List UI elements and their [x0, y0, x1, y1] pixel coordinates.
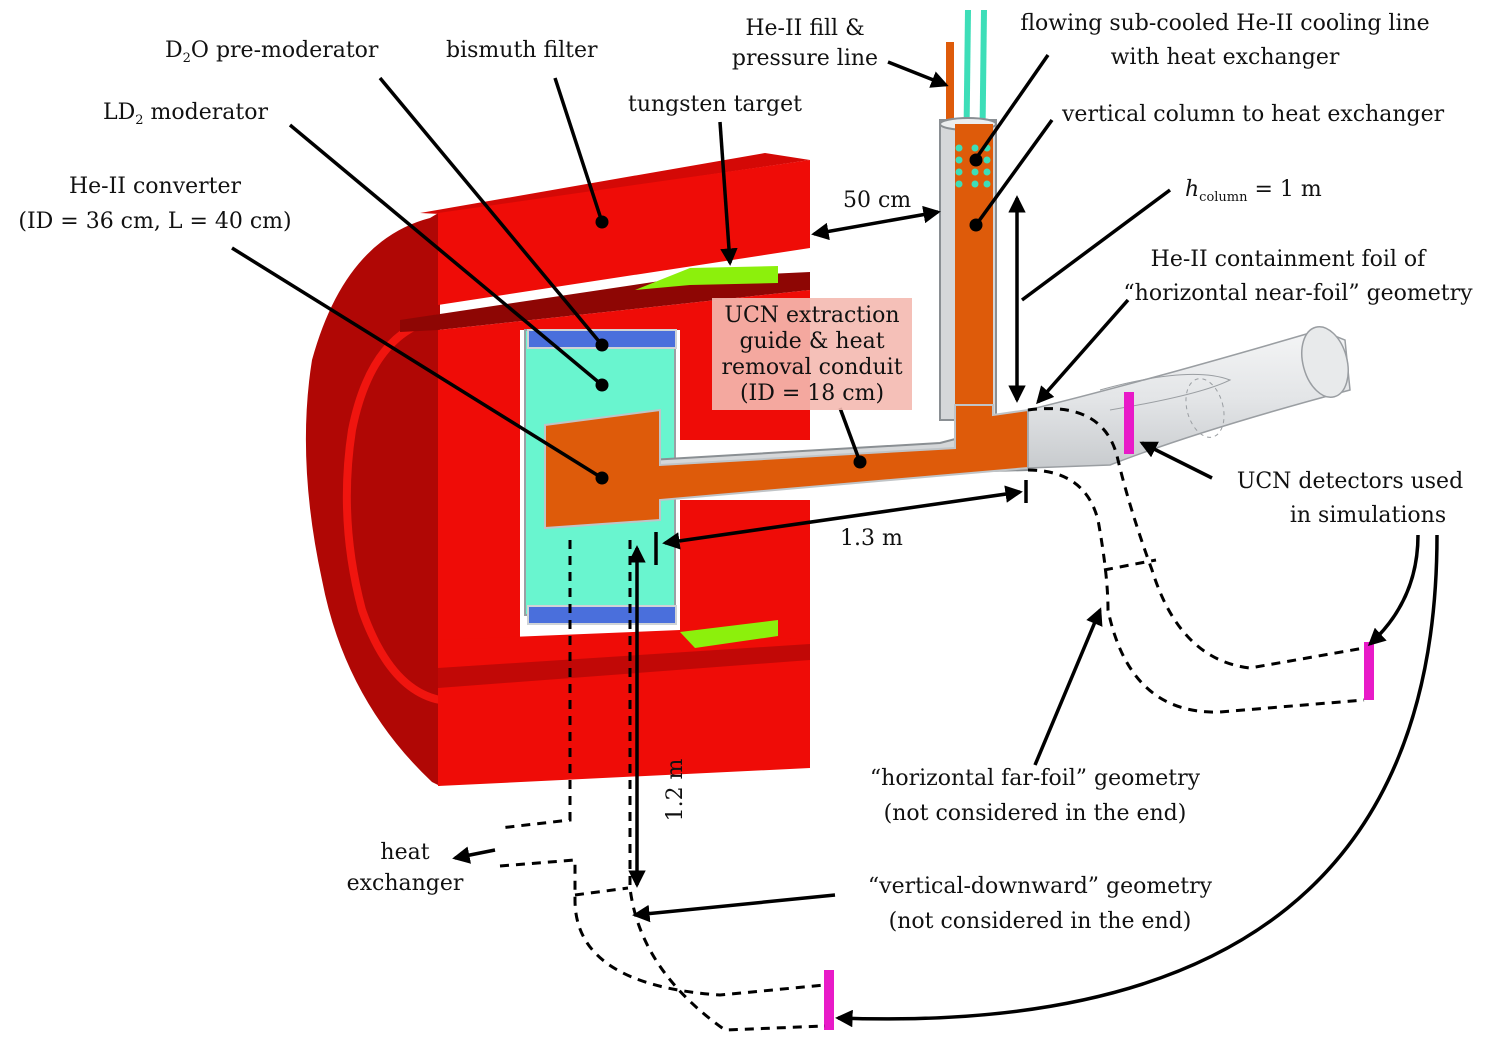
far-foil-label-1: “horizontal far-foil” geometry: [870, 766, 1201, 791]
tungsten-target-label: tungsten target: [628, 92, 802, 117]
shield-slot-upper: [400, 272, 810, 332]
leader-lines: [231, 54, 1439, 1028]
shield-front-upper: [438, 160, 810, 305]
vertical-downward-label-1: “vertical-downward” geometry: [868, 874, 1213, 899]
d2o-premoderator-lower: [527, 605, 677, 625]
ucn-detector-far-foil: [1364, 642, 1374, 700]
dim-1-3m-label: 1.3 m: [840, 526, 903, 551]
ucn-detector-vertical-downward: [824, 970, 834, 1030]
containment-foil-label-1: He-II containment foil of: [1151, 247, 1427, 272]
bismuth-filter-label: bismuth filter: [446, 38, 598, 63]
cooling-line-label-2: with heat exchanger: [1111, 45, 1340, 70]
shield-curved-back: [305, 212, 440, 786]
he2-fill-line-label-2: pressure line: [732, 46, 878, 71]
he2-converter-label-2: (ID = 36 cm, L = 40 cm): [18, 209, 291, 234]
extraction-guide-label-1: UCN extraction: [724, 303, 899, 328]
labels: D2O pre-moderator bismuth filter He-II f…: [18, 11, 1473, 934]
extraction-guide-label-4: (ID = 18 cm): [740, 381, 884, 406]
leader-endpoints: [595, 153, 983, 485]
ucn-detectors-label-1: UCN detectors used: [1237, 469, 1463, 494]
vertical-column-assembly: [939, 9, 997, 424]
vertical-downward-label-2: (not considered in the end): [889, 909, 1192, 934]
he2-fill-line-label-1: He-II fill &: [745, 16, 864, 41]
ucn-detector-near-foil: [1124, 392, 1134, 454]
tungsten-target-lower: [680, 620, 778, 648]
h-column-label: hcolumn = 1 m: [1185, 177, 1322, 205]
d2o-premoderator-label: D2O pre-moderator: [165, 38, 379, 66]
shield-slot-lower: [438, 644, 810, 688]
heat-exchanger-label-2: exchanger: [347, 871, 464, 896]
heat-exchanger-label-1: heat: [380, 840, 429, 865]
shield-curved-inner: [342, 314, 441, 704]
cooling-line-label-1: flowing sub-cooled He-II cooling line: [1020, 11, 1429, 36]
tungsten-target-upper: [635, 266, 778, 290]
far-foil-label-2: (not considered in the end): [884, 801, 1187, 826]
he2-converter-label-1: He-II converter: [69, 174, 242, 199]
ucn-detectors-label-2: in simulations: [1290, 503, 1446, 528]
extraction-guide-label-3: removal conduit: [721, 355, 902, 380]
shield-top-face: [420, 153, 810, 214]
containment-foil-label-2: “horizontal near-foil” geometry: [1123, 281, 1473, 306]
vertical-column-label: vertical column to heat exchanger: [1061, 102, 1445, 127]
ld2-moderator-label: LD2 moderator: [103, 100, 268, 128]
extraction-guide-label-2: guide & heat: [739, 329, 884, 354]
dim-1-2m-label: 1.2 m: [663, 758, 688, 821]
extraction-pipe: [1027, 326, 1351, 469]
extraction-guide-label-bg: [712, 298, 912, 410]
far-foil-geometry-outline: [1027, 407, 1365, 714]
dim-50cm-label: 50 cm: [843, 188, 911, 213]
vertical-downward-geometry-outline: [499, 540, 826, 1032]
